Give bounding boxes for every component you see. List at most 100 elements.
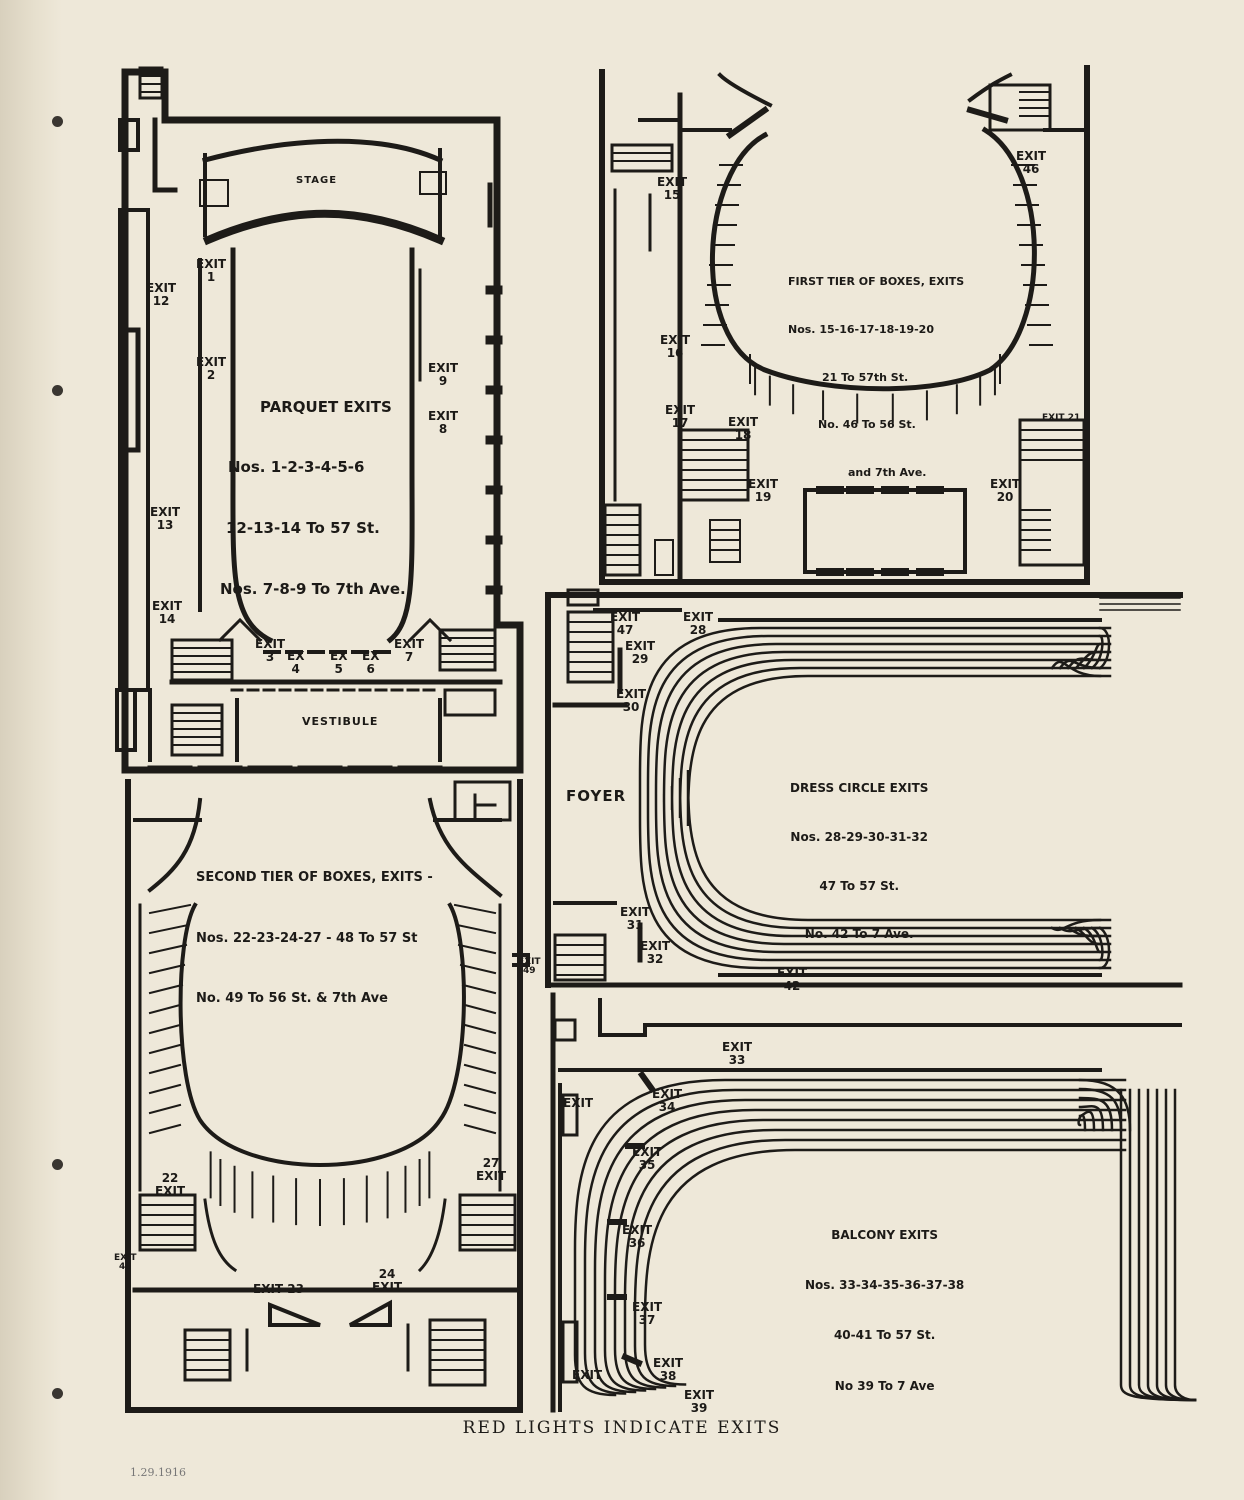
exit-label: EXIT (572, 1368, 603, 1382)
seat-divider (463, 1063, 497, 1075)
seat-divider (148, 1083, 182, 1095)
seat-divider (148, 1043, 182, 1055)
seating-row (1119, 1088, 1197, 1402)
exit-label: EXIT 23 (253, 1282, 304, 1296)
exit-label: EXIT 12 (146, 281, 177, 308)
exit-label: EX 6 (362, 649, 380, 676)
balcony-line: Nos. 33-34-35-36-37-38 (805, 1277, 965, 1292)
exit-label: EXIT 49 (518, 957, 541, 977)
binding-hole (52, 116, 63, 127)
seating-row (678, 666, 1112, 930)
exit-label: EXIT 42 (777, 966, 808, 993)
seating-row (1077, 1113, 1087, 1132)
seat-divider (453, 903, 497, 915)
exit-label: EXIT 20 (990, 477, 1021, 504)
exit-label: EXIT 17 (665, 403, 696, 430)
second-tier-line: No. 49 To 56 St. & 7th Ave (196, 991, 388, 1007)
parquet-line: Nos. 1-2-3-4-5-6 (228, 458, 365, 477)
binding-hole (52, 1388, 63, 1399)
parquet-title: PARQUET EXITS (260, 397, 392, 416)
seating-row (1164, 1088, 1197, 1402)
exit-label: EXIT 36 (622, 1223, 653, 1250)
exit-label: EXIT 37 (632, 1300, 663, 1327)
balcony-line: No 39 To 7 Ave (834, 1378, 935, 1393)
first-tier-exits-note: FIRST TIER OF BOXES, EXITS Nos. 15-16-17… (788, 242, 964, 513)
seat-divider (148, 903, 192, 915)
exit-label: EXIT 7 (394, 637, 425, 664)
seating-row (1146, 1088, 1197, 1402)
exit-label: 22 EXIT (155, 1171, 186, 1198)
exit-label: EXIT 28 (683, 610, 714, 637)
foyer-label: FOYER (566, 787, 627, 805)
seat-divider (455, 923, 497, 935)
exit-label: EXIT 15 (657, 175, 688, 202)
exit-label: EXIT 1 (196, 257, 227, 284)
seat-divider (463, 1043, 497, 1055)
seat-divider (148, 1003, 182, 1015)
seating-row (1173, 1088, 1197, 1402)
balcony-plan (550, 992, 1197, 1413)
dress-circle-line: Nos. 28-29-30-31-32 (790, 829, 928, 844)
seating-row (1098, 626, 1111, 670)
seat-divider (148, 943, 188, 955)
exit-label: EXIT 19 (748, 477, 779, 504)
seat-divider (148, 923, 190, 935)
first-tier-plan (599, 65, 1090, 585)
second-tier-title: SECOND TIER OF BOXES, EXITS - (196, 870, 433, 886)
balcony-line: 40-41 To 57 St. (833, 1328, 936, 1343)
first-tier-line: No. 46 To 56 St. (818, 418, 916, 432)
seat-divider (148, 963, 186, 975)
exit-label: EXIT 30 (616, 687, 647, 714)
exit-label: EXIT 3 (255, 637, 286, 664)
seat-divider (463, 1123, 497, 1135)
balcony-title: BALCONY EXITS (831, 1227, 938, 1242)
exit-label: EXIT 33 (722, 1040, 753, 1067)
seating-row (1078, 1096, 1114, 1132)
seating-row (638, 626, 1112, 970)
exit-label: EXIT 46 (1016, 149, 1047, 176)
binding-hole (52, 385, 63, 396)
seat-divider (463, 1103, 497, 1115)
exit-label: EXIT 16 (660, 333, 691, 360)
archive-note: 1.29.1916 (130, 1466, 186, 1479)
seating-row (646, 634, 1112, 962)
second-tier-line: Nos. 22-23-24-27 - 48 To 57 St (196, 930, 418, 946)
seating-row (1066, 657, 1102, 670)
exit-label: EXIT 13 (150, 505, 181, 532)
dress-circle-line: No. 42 To 7 Ave. (804, 927, 914, 942)
seat-divider (463, 1083, 497, 1095)
seating-row (1098, 926, 1111, 970)
binding-hole (52, 1159, 63, 1170)
first-tier-title: FIRST TIER OF BOXES, EXITS (788, 274, 965, 288)
exit-label: EX 5 (330, 649, 348, 676)
seating-row (670, 658, 1112, 938)
exit-label: 27 EXIT (476, 1156, 507, 1183)
seating-row (1078, 1087, 1123, 1132)
binding-spine (0, 0, 62, 1500)
exit-label: EXIT 8 (428, 409, 459, 436)
parquet-line: Nos. 7-8-9 To 7th Ave. (220, 579, 406, 598)
seat-divider (463, 1003, 497, 1015)
seating-row (1050, 660, 1102, 678)
exit-label: EXIT 48 (114, 1253, 137, 1273)
seating-row (583, 1088, 1127, 1395)
seating-row (1058, 659, 1102, 670)
parquet-line: 12-13-14 To 57 St. (226, 519, 380, 537)
exit-label: EXIT 9 (428, 361, 459, 388)
exit-label: EXIT 38 (653, 1356, 684, 1383)
seating-row (633, 1138, 1127, 1388)
dress-circle-plan (545, 588, 1183, 988)
seat-divider (148, 1103, 182, 1115)
exit-label: EX 4 (287, 649, 305, 676)
first-tier-line: Nos. 15-16-17-18-19-20 (788, 322, 934, 336)
seating-row (1090, 926, 1104, 962)
parquet-exits-note: PARQUET EXITS Nos. 1-2-3-4-5-6 12-13-14 … (220, 356, 406, 640)
exit-label: EXIT 18 (728, 415, 759, 442)
seating-row (654, 642, 1112, 954)
seat-divider (148, 1063, 182, 1075)
second-tier-plan (125, 779, 530, 1413)
exit-label: EXIT (563, 1096, 594, 1110)
vestibule-label: VESTIBULE (302, 715, 379, 728)
seating-row (643, 1148, 1127, 1386)
dress-circle-exits-note: DRESS CIRCLE EXITS Nos. 28-29-30-31-32 4… (790, 748, 928, 975)
